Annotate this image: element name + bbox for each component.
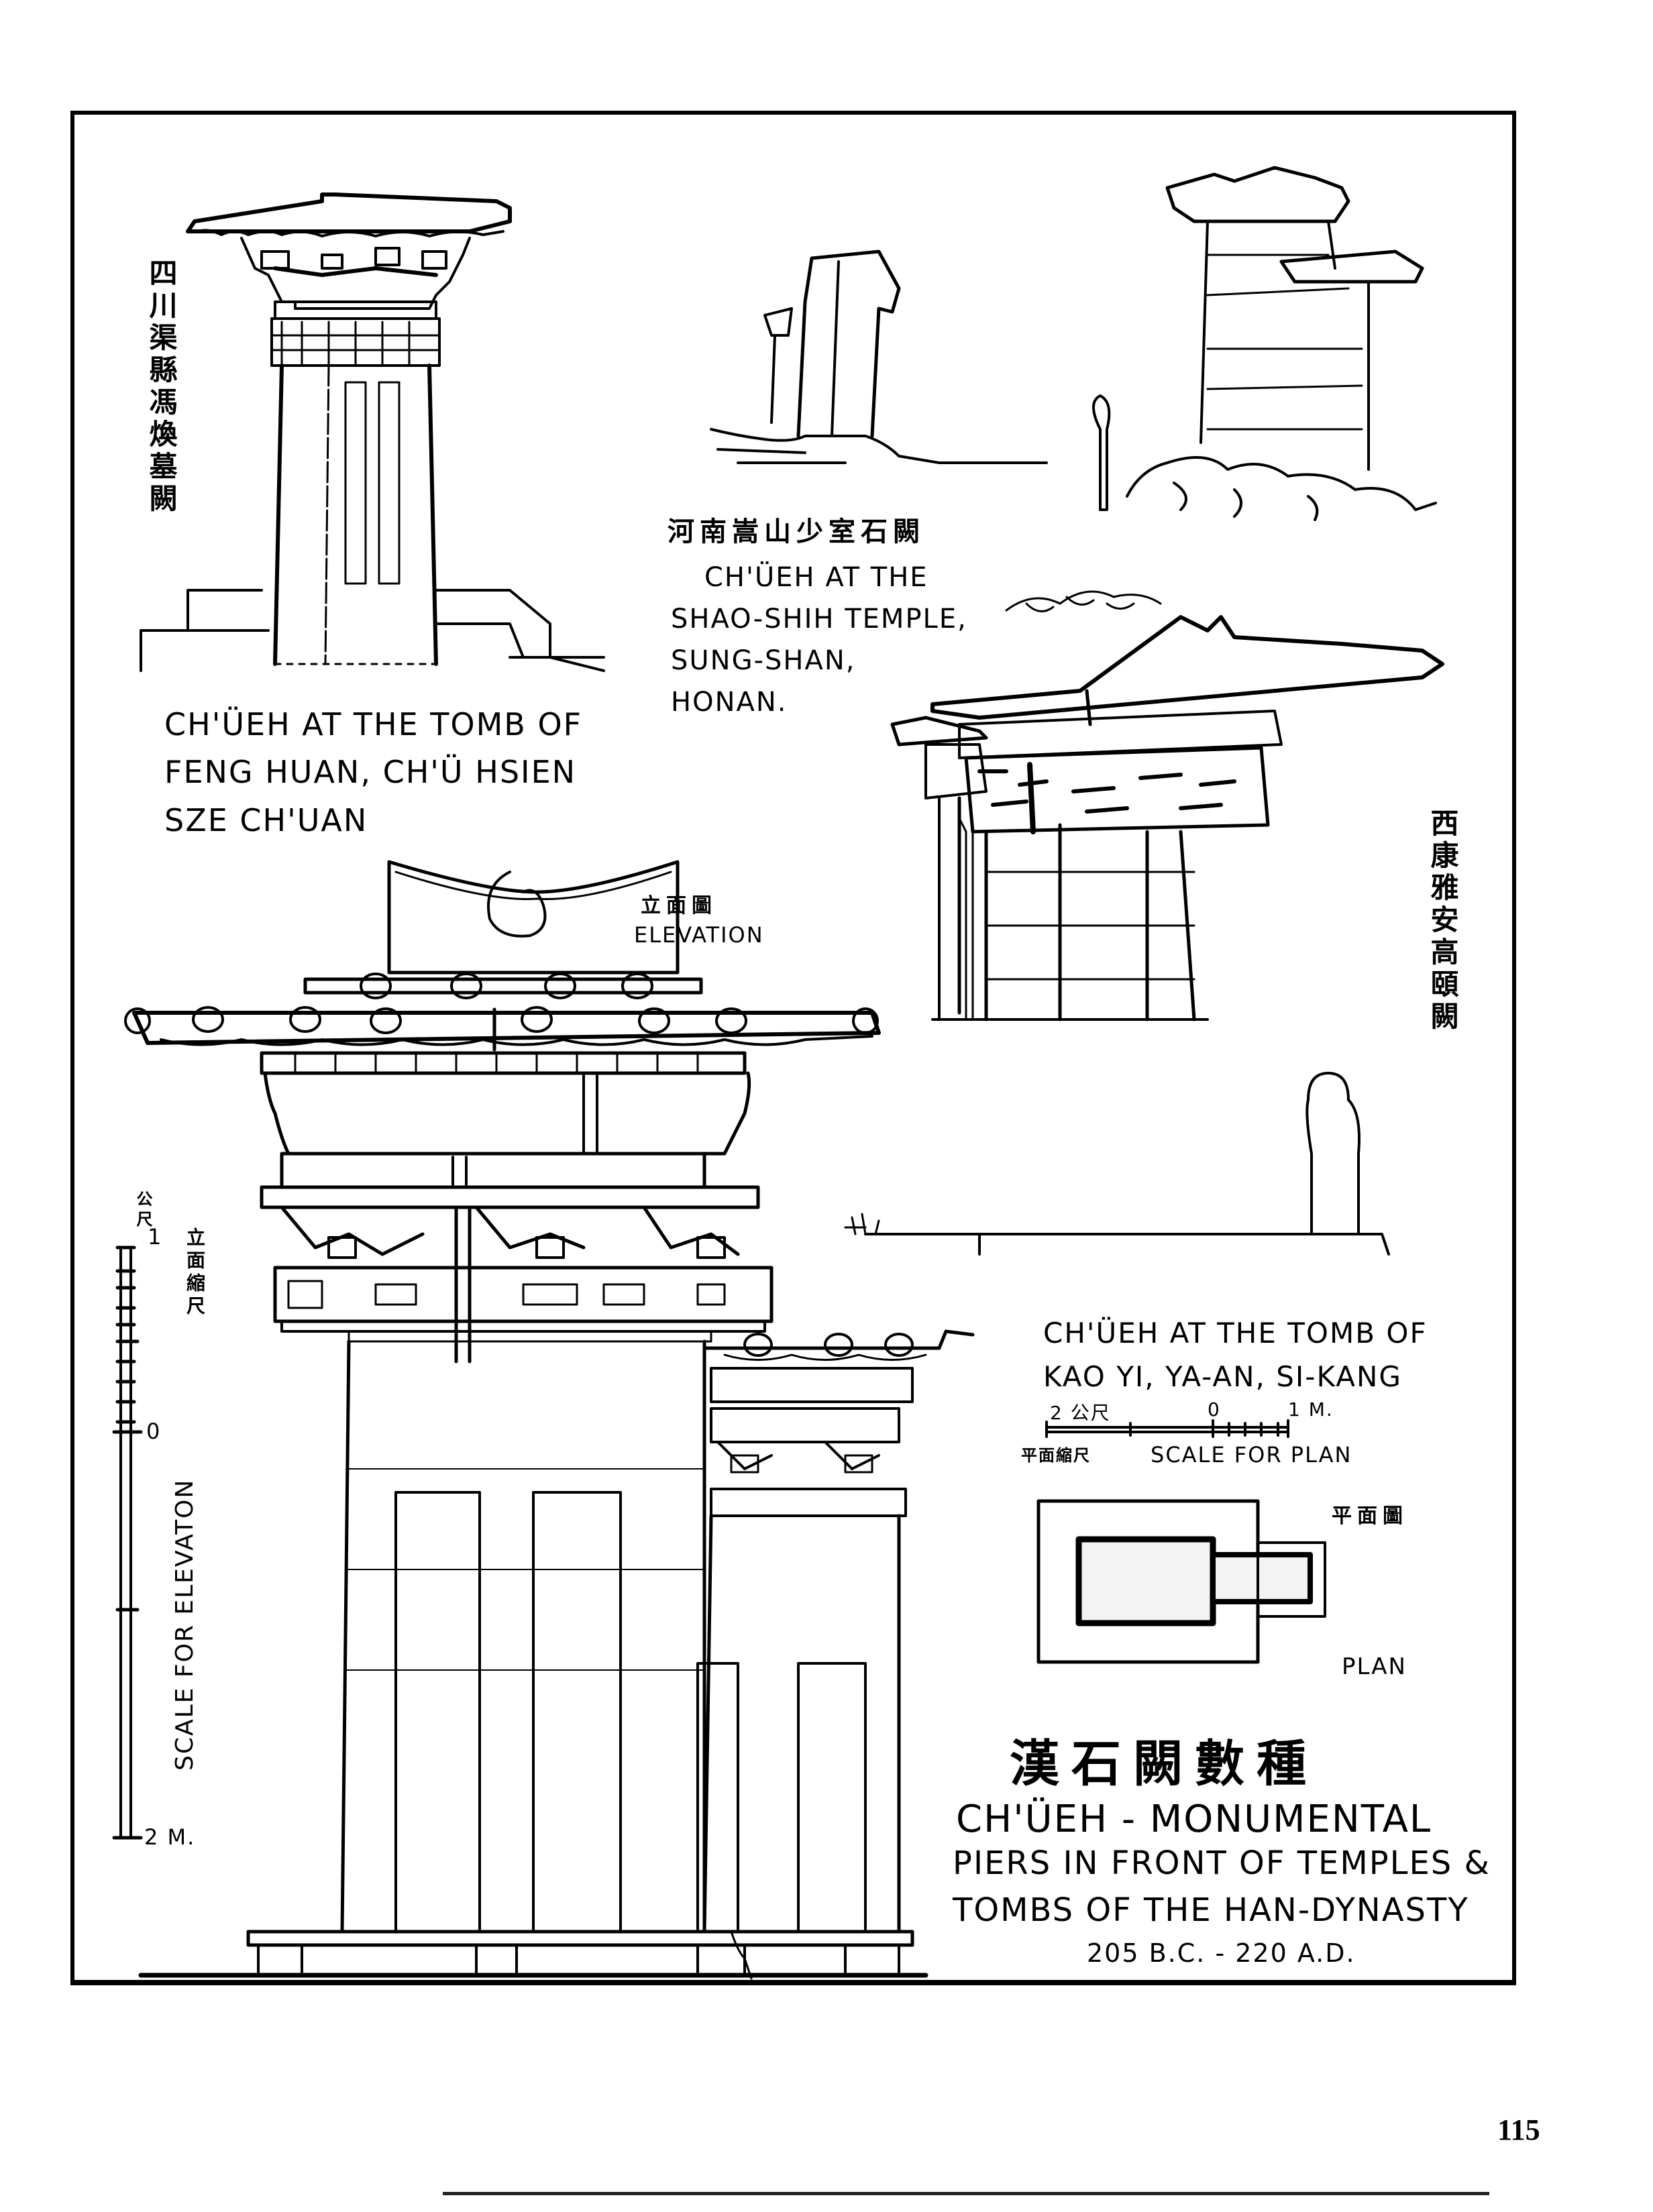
elevation-scale-unit: 公尺 — [134, 1191, 153, 1231]
elevation-scale-tick-2m: 2 M. — [144, 1824, 196, 1850]
shao-shih-caption-line-3: SUNG-SHAN, — [671, 645, 856, 676]
plan-scale-tick-left: 2 公尺 — [1050, 1402, 1111, 1424]
elevation-scale-tick-0: 0 — [146, 1419, 162, 1444]
feng-huan-pillar-drawing — [140, 192, 605, 672]
plan-scale-cjk-label: 平面縮尺 — [1021, 1445, 1091, 1465]
plan-scale-label: SCALE FOR PLAN — [1151, 1442, 1352, 1468]
plan-scale-bar — [1045, 1419, 1289, 1438]
plan-scale-tick-right: 1 M. — [1288, 1398, 1334, 1421]
shao-shih-caption-line-2: SHAO-SHIH TEMPLE, — [671, 604, 967, 634]
plan-drawing — [1036, 1499, 1326, 1664]
elevation-scale-cjk-label: 立面縮尺 — [184, 1227, 206, 1319]
kao-yi-caption-line-1: CH'ÜEH AT THE TOMB OF — [1043, 1317, 1428, 1349]
kao-yi-cjk-label: 西康雅安高頤闕 — [1426, 808, 1459, 1034]
feng-huan-caption-line-3: SZE CH'UAN — [164, 801, 368, 838]
feng-huan-caption-line-1: CH'ÜEH AT THE TOMB OF — [164, 706, 583, 742]
kao-yi-pier-drawing — [844, 590, 1444, 1256]
title-line-1: CH'ÜEH - MONUMENTAL — [956, 1798, 1432, 1841]
elevation-scale-tick-1: 1 — [148, 1224, 163, 1250]
shao-shih-piers-drawing — [710, 250, 1048, 464]
title-line-2: PIERS IN FRONT OF TEMPLES & — [953, 1844, 1491, 1882]
elevation-label: ELEVATION — [634, 922, 764, 948]
plan-label: PLAN — [1342, 1653, 1407, 1680]
elevation-scale-label: SCALE FOR ELEVATON — [171, 1478, 199, 1771]
elevation-scale-bar — [112, 1246, 143, 1840]
feng-huan-caption: CH'ÜEH AT THE TOMB OF FENG HUAN, CH'Ü HS… — [164, 701, 582, 844]
page-number: 115 — [1497, 2113, 1540, 2146]
kao-yi-caption-line-2: KAO YI, YA-AN, SI-KANG — [1043, 1360, 1402, 1394]
kao-yi-caption: CH'ÜEH AT THE TOMB OF KAO YI, YA-AN, SI-… — [1043, 1311, 1428, 1398]
shao-shih-caption-line-4: HONAN. — [671, 687, 788, 718]
title-dates: 205 B.C. - 220 A.D. — [1087, 1938, 1356, 1968]
title-line-3: TOMBS OF THE HAN-DYNASTY — [953, 1891, 1469, 1929]
bottom-rule — [443, 2192, 1489, 2195]
title-cjk: 漢石闕數種 — [1010, 1735, 1318, 1793]
shao-shih-tower-drawing — [1092, 166, 1437, 521]
shao-shih-caption: CH'ÜEH AT THE SHAO-SHIH TEMPLE, SUNG-SHA… — [671, 557, 967, 723]
feng-huan-caption-line-2: FENG HUAN, CH'Ü HSIEN — [164, 754, 577, 791]
shao-shih-cjk-label: 河南嵩山少室石闕 — [668, 516, 925, 547]
plan-cjk-label: 平面圖 — [1332, 1504, 1408, 1528]
plan-scale-tick-mid: 0 — [1208, 1398, 1221, 1421]
shao-shih-caption-line-1: CH'ÜEH AT THE — [704, 562, 928, 593]
elevation-cjk-label: 立面圖 — [641, 894, 717, 918]
feng-huan-cjk-label: 四川渠縣馮煥墓闕 — [145, 258, 178, 516]
plate-frame — [70, 111, 1516, 1985]
elevation-drawing — [124, 860, 975, 1980]
